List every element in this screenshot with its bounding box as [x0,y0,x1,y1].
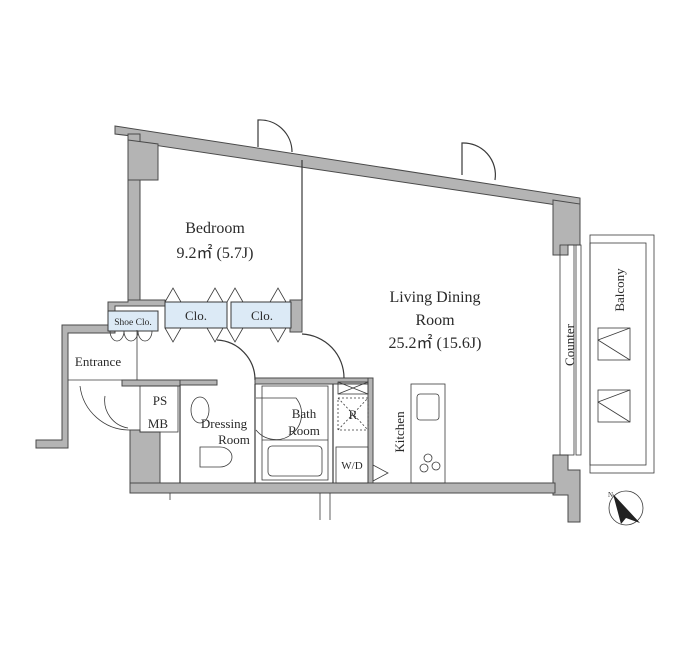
shoe-closet-label: Shoe Clo. [114,318,151,328]
living-area: 25.2㎡ (15.6J) [389,334,482,352]
living-label-line2: Room [415,312,455,329]
refrigerator-box [337,397,369,431]
washer-dryer-label: W/D [341,460,362,472]
stove-burner-icon [419,463,429,473]
shoe-closet [107,310,159,332]
door-bath [255,397,302,440]
compass-icon: N [608,490,644,526]
window-right [575,244,582,456]
counter-label: Counter [562,323,577,366]
kitchen-label: Kitchen [392,411,407,453]
door-hall [301,333,345,379]
wall-mb [129,429,161,484]
door-entrance [79,385,131,431]
living-label-line1: Living Dining [389,289,480,306]
wall-core [121,379,181,387]
ps-mb-box [139,385,179,433]
door-dressing [216,339,256,381]
bathtub-icon [267,445,323,477]
ps-label: PS [153,393,167,408]
vent-cross [337,381,369,395]
wall-kitchen-side [367,377,374,484]
dressing-label-line1: Dressing [201,416,248,431]
closet-left [164,301,228,329]
living-counter [559,244,575,456]
entrance-label: Entrance [75,354,121,369]
toilet-icon [199,446,233,468]
aircon-unit-icon [597,327,631,361]
stove-burner-icon [423,453,433,463]
bath-label-line1: Bath [292,406,317,421]
door-bedroom [257,119,293,153]
kitchen-sink-icon [416,393,440,421]
closet-left-label: Clo. [185,308,207,323]
wall-left-pillar [127,139,159,181]
balcony-inner [589,242,647,466]
closet-doors [164,287,287,343]
closet-right-label: Clo. [251,308,273,323]
aircon-unit-icon [597,389,631,423]
shoe-closet-doors [109,330,153,342]
bedroom-area: 9.2㎡ (5.7J) [177,244,254,262]
wall-entrance [35,299,166,449]
wall-right-bottom [552,454,581,523]
stove-burner-icon [431,461,441,471]
dressing-label-line2: Room [218,432,250,447]
compass-north-label: N [608,491,613,499]
washer-dryer-box [335,446,369,484]
kitchen-counter [410,383,446,484]
wall-dressing-top [179,379,218,386]
closet-right [230,301,292,329]
door-living [461,142,496,181]
vent-box [337,381,369,395]
wall-top [114,125,581,209]
wall-closet-right [289,299,303,333]
bath-room-box [261,385,329,481]
aircon-unit-icon [597,327,631,361]
refrigerator-cross [337,397,369,431]
balcony-label: Balcony [612,268,627,312]
aircon-unit-icon [597,389,631,423]
refrigerator-label: R [349,407,358,422]
drain-arrow [372,464,389,482]
wall-bath-top [254,377,374,385]
wall-bottom [129,482,556,494]
bedroom-label: Bedroom [185,220,245,237]
sink-icon [190,396,210,424]
bath-label-line2: Room [288,423,320,438]
mb-label: MB [148,416,169,431]
